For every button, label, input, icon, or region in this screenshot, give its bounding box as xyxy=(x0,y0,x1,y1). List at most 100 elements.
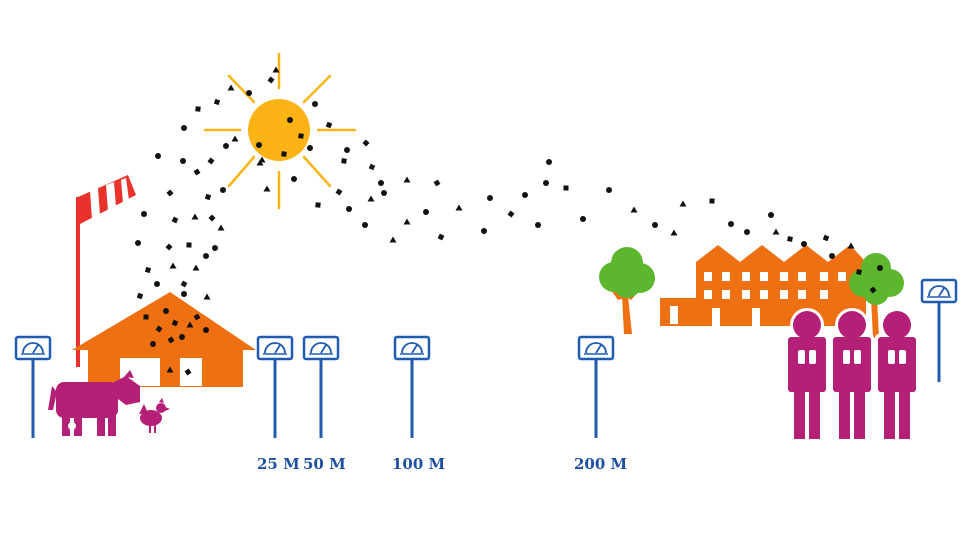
meter-icon xyxy=(393,335,431,438)
distance-label-100: 100 M xyxy=(392,455,446,473)
particle-icon xyxy=(193,313,201,321)
particle-icon xyxy=(143,314,149,320)
house-windows xyxy=(670,272,846,326)
particle-icon xyxy=(184,368,192,376)
meter-icon xyxy=(302,335,340,438)
particle-icon xyxy=(437,233,445,241)
particle-icon xyxy=(423,209,429,215)
particle-icon xyxy=(186,321,194,328)
particle-icon xyxy=(630,206,638,213)
person-icon xyxy=(830,308,874,442)
sun-icon xyxy=(203,52,357,210)
particle-icon xyxy=(287,117,293,123)
particle-icon xyxy=(709,198,715,204)
particle-icon xyxy=(580,216,586,222)
particle-icon xyxy=(220,187,226,193)
particle-icon xyxy=(546,159,552,165)
particle-icon xyxy=(179,334,185,340)
particle-icon xyxy=(652,222,658,228)
particle-icon xyxy=(195,106,201,112)
houses-block xyxy=(696,245,866,326)
particle-icon xyxy=(298,133,304,139)
particle-icon xyxy=(362,139,370,147)
houses-icon xyxy=(660,245,866,326)
particle-icon xyxy=(563,185,569,191)
distance-label-200: 200 M xyxy=(574,455,628,473)
barn-icon xyxy=(72,292,256,387)
particle-icon xyxy=(403,218,411,225)
particle-icon xyxy=(847,242,855,249)
particle-icon xyxy=(166,189,174,197)
particle-icon xyxy=(433,179,441,187)
particle-icon xyxy=(522,192,528,198)
person-icon xyxy=(785,308,829,442)
particle-icon xyxy=(167,336,175,344)
particle-icon xyxy=(213,98,221,106)
particle-icon xyxy=(169,262,177,269)
particle-icon xyxy=(335,188,343,196)
particle-icon xyxy=(801,241,807,247)
particle-icon xyxy=(155,325,163,333)
particle-icon xyxy=(207,157,215,165)
particle-icon xyxy=(141,211,147,217)
particle-icon xyxy=(181,125,187,131)
particle-icon xyxy=(163,308,169,314)
particle-icon xyxy=(367,195,375,202)
particle-icon xyxy=(362,222,368,228)
particle-icon xyxy=(165,243,173,251)
cow-body xyxy=(56,382,118,418)
meter-icon xyxy=(256,335,294,438)
particle-icon xyxy=(670,229,678,236)
particle-icon xyxy=(135,240,141,246)
particle-icon xyxy=(455,204,463,211)
people-group xyxy=(785,308,919,442)
particle-icon xyxy=(787,236,793,242)
particle-icon xyxy=(180,158,186,164)
particle-icon xyxy=(193,168,201,176)
particle-icon xyxy=(291,176,297,182)
particle-icon xyxy=(191,213,199,220)
particle-icon xyxy=(481,228,487,234)
particle-icon xyxy=(186,242,192,248)
particle-icon xyxy=(281,151,287,157)
particle-icon xyxy=(166,366,174,373)
particle-icon xyxy=(272,66,280,73)
particle-icon xyxy=(171,216,179,224)
particle-icon xyxy=(136,292,144,300)
particle-icon xyxy=(256,159,264,166)
particle-icon xyxy=(203,253,209,259)
particle-icon xyxy=(154,281,160,287)
sun-disc xyxy=(248,99,310,161)
particle-icon xyxy=(389,236,397,243)
meter-icon xyxy=(14,335,52,438)
particle-icon xyxy=(487,195,493,201)
particle-icon xyxy=(204,193,212,201)
person-icon xyxy=(875,308,919,442)
particle-icon xyxy=(203,327,209,333)
particle-icon xyxy=(307,145,313,151)
particle-icon xyxy=(829,253,835,259)
particle-icon xyxy=(312,101,318,107)
particle-icon xyxy=(150,341,156,347)
particle-icon xyxy=(768,212,774,218)
particle-icon xyxy=(192,264,200,271)
particle-icon xyxy=(856,269,862,275)
particle-icon xyxy=(403,176,411,183)
particle-icon xyxy=(208,214,216,222)
distance-label-25: 25 M xyxy=(257,455,300,473)
particle-icon xyxy=(606,187,612,193)
barn-wall xyxy=(88,345,243,387)
particle-icon xyxy=(877,265,883,271)
windsock-icon xyxy=(76,175,136,367)
particle-icon xyxy=(344,147,350,153)
houses-annex xyxy=(660,298,698,326)
meter-icon xyxy=(920,278,958,382)
particle-icon xyxy=(381,190,387,196)
particle-icon xyxy=(315,202,321,208)
particle-icon xyxy=(378,180,384,186)
particle-icon xyxy=(227,84,235,91)
particle-icon xyxy=(256,142,262,148)
particle-icon xyxy=(223,143,229,149)
